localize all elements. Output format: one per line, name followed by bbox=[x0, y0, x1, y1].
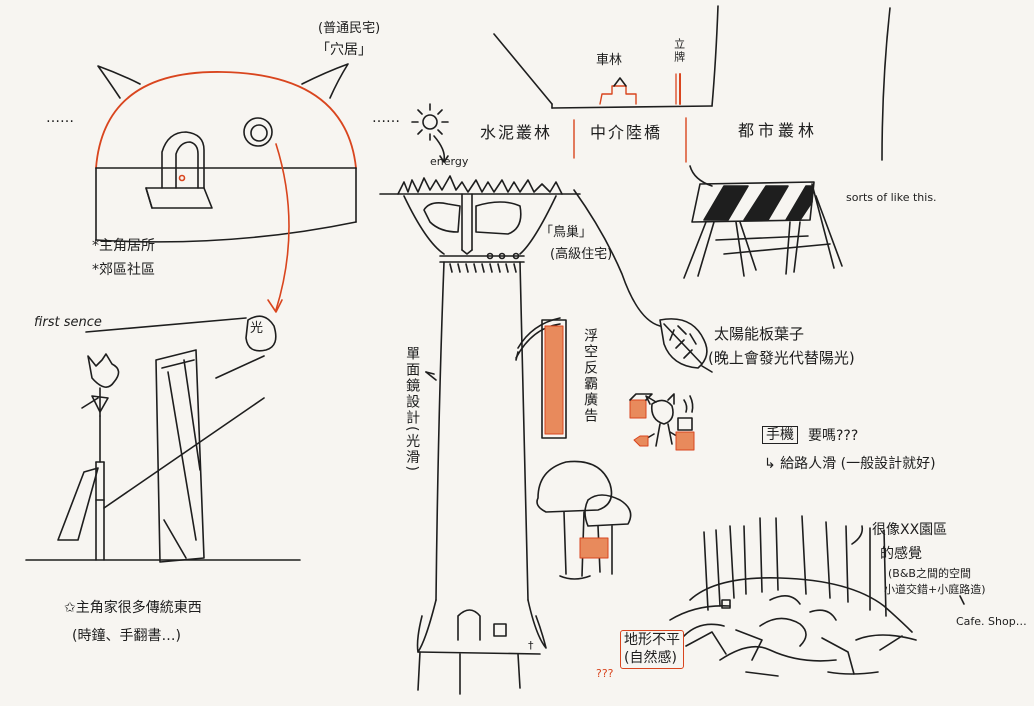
energy-label: energy bbox=[430, 156, 468, 169]
garden-feel-label: 很像XX園區 bbox=[872, 522, 947, 538]
phone-question: 要嗎??? bbox=[808, 428, 858, 444]
tiny-mark: † bbox=[528, 640, 534, 653]
terrain-label-line-2: (自然感) bbox=[624, 650, 680, 668]
terrain-label-line-1: 地形不平 bbox=[624, 632, 680, 650]
first-sense-label: first sence bbox=[34, 316, 102, 331]
solar-leaf-label: 太陽能板葉子 bbox=[714, 326, 804, 343]
dots-left: …… bbox=[46, 110, 74, 126]
solar-leaf-night-label: (晚上會發光代替陽光) bbox=[708, 350, 855, 367]
family-note-line-2: (時鐘、手翻書…) bbox=[72, 628, 181, 644]
luxury-housing-label: (高級住宅) bbox=[550, 248, 612, 263]
suburb-label: *郊區社區 bbox=[92, 262, 155, 278]
phone-label: 手機 bbox=[762, 426, 798, 444]
dome-caption-house: (普通民宅) bbox=[318, 22, 380, 37]
sun-icon bbox=[412, 104, 448, 162]
protagonist-home-label: *主角居所 bbox=[92, 238, 155, 254]
first-sense-scene bbox=[26, 316, 300, 562]
light-label: 光 bbox=[250, 322, 263, 337]
cement-forest-label: 水泥叢林 bbox=[480, 124, 552, 142]
bb-space-note: (B&B之間的空間 bbox=[888, 568, 971, 581]
one-way-glass-label: 單面鏡設計(光滑) bbox=[404, 346, 420, 473]
dots-middle: …… bbox=[372, 110, 400, 126]
garden-feel-label-2: 的感覺 bbox=[880, 546, 922, 562]
middle-bridge-label: 中介陸橋 bbox=[590, 124, 662, 142]
question-marks: ??? bbox=[596, 668, 614, 681]
sorts-like-this-label: sorts of like this. bbox=[846, 192, 937, 205]
bird-nest-label: 「鳥巢」 bbox=[540, 226, 592, 241]
vertical-brand-label: 立牌 bbox=[672, 38, 685, 64]
bridge-scene bbox=[494, 6, 890, 186]
terrain-label: 地形不平 (自然感) bbox=[620, 630, 684, 669]
cafe-shop-label: Cafe. Shop… bbox=[956, 616, 1027, 629]
urban-forest-label: 都市叢林 bbox=[738, 122, 818, 140]
car-label: 車林 bbox=[596, 54, 622, 69]
bb-path-note: 小道交錯+小庭路造) bbox=[884, 584, 986, 597]
slide-note: ↳ 給路人滑 (一般設計就好) bbox=[764, 456, 936, 472]
barricade bbox=[684, 182, 842, 278]
dome-caption-cave: 「穴居」 bbox=[316, 42, 372, 58]
family-note-line-1: ✩主角家很多傳統東西 bbox=[64, 600, 202, 616]
mushroom-trees bbox=[537, 461, 631, 579]
floating-ad-label: 浮空反霸廣告 bbox=[582, 328, 598, 424]
creature-with-cubes bbox=[630, 394, 694, 450]
connector-lines bbox=[516, 352, 518, 360]
